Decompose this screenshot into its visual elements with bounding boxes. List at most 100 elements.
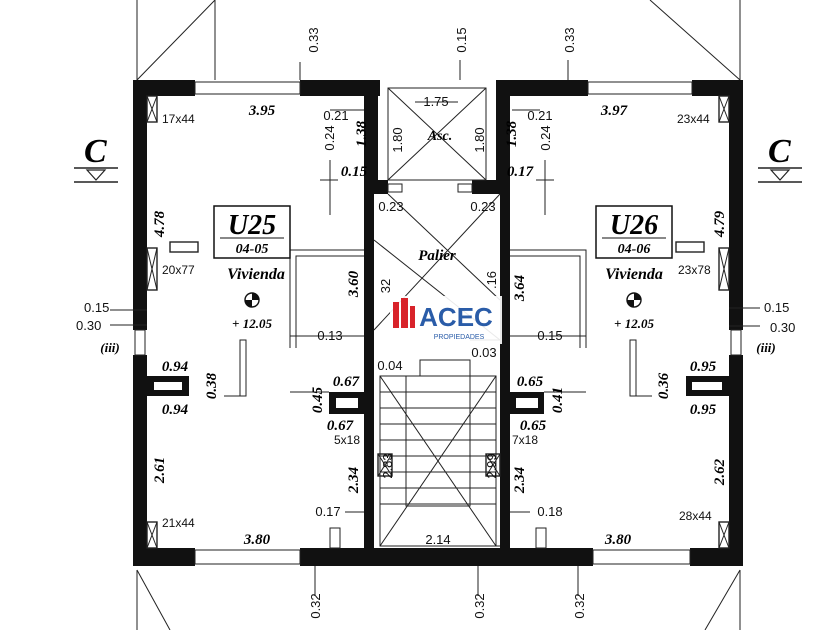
dim-elev-h-right: 1.80 <box>472 127 487 152</box>
section-label-right: C <box>768 133 791 170</box>
dim-left-045: 0.45 <box>310 386 326 413</box>
wall-note-right: (iii) <box>756 340 776 355</box>
dim-left-038: 0.38 <box>204 372 220 399</box>
dim-left-138: 1.38 <box>354 120 370 147</box>
column-ml <box>146 247 158 291</box>
dim-stair-004: 0.04 <box>377 358 402 373</box>
dim-right-023: 0.23 <box>470 199 495 214</box>
dim-left-bottom-width: 3.80 <box>243 532 271 548</box>
dim-stair-003: 0.03 <box>471 345 496 360</box>
interior-partitions <box>147 249 729 549</box>
dim-right-234: 2.34 <box>512 466 528 494</box>
col-label-tr: 23x44 <box>677 112 710 126</box>
dim-right-041: 0.41 <box>550 387 566 413</box>
dim-ext-right-030: 0.30 <box>770 320 795 335</box>
column-tr <box>718 95 730 123</box>
dim-top-center: 0.15 <box>454 27 469 52</box>
column-core-r <box>485 453 501 477</box>
dim-right-017: 0.17 <box>507 164 534 180</box>
dim-elev-h-left: 1.80 <box>390 127 405 152</box>
dim-right-479: 4.79 <box>712 210 728 238</box>
dim-left-013: 0.13 <box>317 328 342 343</box>
dim-right-bottom-width: 3.80 <box>604 532 632 548</box>
acec-logo: ACEC PROPIEDADES <box>390 296 502 344</box>
dim-right-036: 0.36 <box>656 372 672 399</box>
unit-code-left: U25 <box>228 210 276 241</box>
dim-right-024: 0.24 <box>538 125 553 150</box>
dim-ext-left-015: 0.15 <box>84 300 109 315</box>
dim-stair-299: 2.99 <box>484 453 499 478</box>
dim-left-top-width: 3.95 <box>248 103 276 119</box>
dim-left-023: 0.23 <box>378 199 403 214</box>
section-mark-right: C <box>758 133 802 183</box>
dim-right-065a: 0.65 <box>517 374 544 390</box>
column-mr <box>718 247 730 291</box>
unit-type-left: Vivienda <box>227 266 285 283</box>
dim-left-024: 0.24 <box>322 125 337 150</box>
dim-left-067a: 0.67 <box>333 374 360 390</box>
exterior-walls <box>133 80 743 566</box>
logo-tagline: PROPIEDADES <box>434 334 485 341</box>
stairs <box>379 339 500 547</box>
dim-left-015: 0.15 <box>341 164 368 180</box>
dim-stair-283: 2.83 <box>380 453 395 478</box>
dim-right-095a: 0.95 <box>690 359 717 375</box>
dim-right-364: 3.64 <box>512 274 528 302</box>
wall-note-left: (iii) <box>100 340 120 355</box>
col-label-bl: 21x44 <box>162 516 195 530</box>
logo-name: ACEC <box>419 302 493 332</box>
outer-diagonals <box>136 0 741 630</box>
dim-bot-right-032: 0.32 <box>572 593 587 618</box>
dim-left-094a: 0.94 <box>162 359 189 375</box>
dim-left-067b: 0.67 <box>327 418 354 434</box>
dimension-labels: 3.95 3.97 1.75 0.21 0.21 0.15 0.17 0.23 … <box>76 94 795 548</box>
columns <box>146 95 730 549</box>
unit-level-left: + 12.05 <box>232 316 272 331</box>
dim-left-017b: 0.17 <box>315 504 340 519</box>
landing-label: Palier <box>418 248 456 264</box>
dim-left-021: 0.21 <box>323 108 348 123</box>
unit-label-right: U26 04-06 Vivienda + 12.05 <box>595 205 673 331</box>
column-core-l <box>377 453 393 477</box>
dim-top-right-wall: 0.33 <box>562 27 577 52</box>
dim-bottom-center: 2.14 <box>425 532 450 547</box>
col-label-ml: 20x77 <box>162 263 195 277</box>
col-label-core-r: 7x18 <box>512 433 538 447</box>
col-label-core-l: 5x18 <box>334 433 360 447</box>
dim-right-021: 0.21 <box>527 108 552 123</box>
dim-left-234: 2.34 <box>346 466 362 494</box>
dim-left-478: 4.78 <box>152 210 168 238</box>
dim-left-094b: 0.94 <box>162 402 189 418</box>
col-label-br: 28x44 <box>679 509 712 523</box>
unit-code-right: U26 <box>610 210 658 241</box>
dim-right-015b: 0.15 <box>537 328 562 343</box>
dim-right-095b: 0.95 <box>690 402 717 418</box>
dim-left-261: 2.61 <box>152 457 168 484</box>
unit-type-right: Vivienda <box>605 266 663 283</box>
column-br <box>718 521 730 549</box>
section-mark-left: C <box>74 133 118 183</box>
unit-label-left: U25 04-05 Vivienda + 12.05 <box>213 205 291 331</box>
unit-level-right: + 12.05 <box>614 316 654 331</box>
dim-stair-32: 32 <box>378 279 393 293</box>
dim-ext-left-030: 0.30 <box>76 318 101 333</box>
col-label-mr: 23x78 <box>678 263 711 277</box>
vertical-dimension-labels: 0.33 0.15 0.33 0.24 0.24 1.38 1.38 1.80 … <box>152 27 728 618</box>
dim-right-018: 0.18 <box>537 504 562 519</box>
dim-right-262: 2.62 <box>712 458 728 486</box>
dim-bot-left-032: 0.32 <box>308 593 323 618</box>
dim-ext-right-015: 0.15 <box>764 300 789 315</box>
dim-bot-center-032: 0.32 <box>472 593 487 618</box>
dim-right-top-width: 3.97 <box>600 103 628 119</box>
section-label-left: C <box>84 133 107 170</box>
column-bl <box>146 521 158 549</box>
dim-right-138: 1.38 <box>504 120 520 147</box>
dim-stair-16: .16 <box>484 271 499 289</box>
unit-sub-right: 04-06 <box>618 242 651 257</box>
dim-elev-width: 1.75 <box>423 94 448 109</box>
unit-sub-left: 04-05 <box>236 242 269 257</box>
elevator-label: Asc. <box>427 129 453 144</box>
dim-left-360: 3.60 <box>346 270 362 298</box>
dim-right-065b: 0.65 <box>520 418 547 434</box>
